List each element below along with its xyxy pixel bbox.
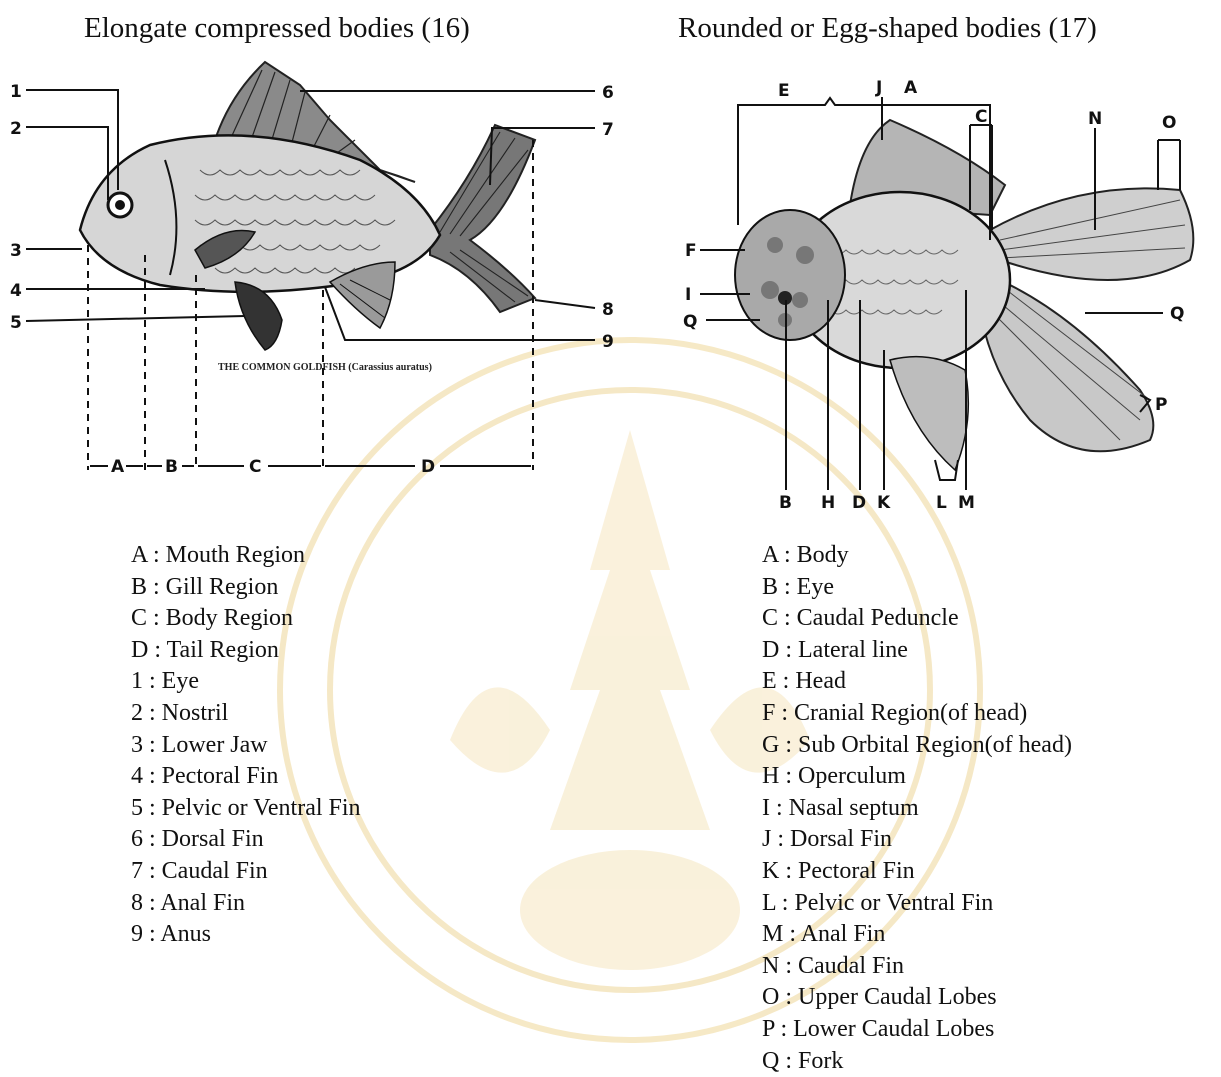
label-l: L	[936, 493, 947, 513]
legend-item: 7 : Caudal Fin	[131, 856, 361, 888]
label-o: O	[1162, 113, 1176, 133]
label-n: N	[1088, 109, 1102, 129]
label-j: J	[875, 78, 882, 98]
label-d: D	[852, 493, 866, 513]
label-q-left: Q	[683, 312, 697, 332]
legend-item: D : Lateral line	[762, 635, 1072, 667]
legend-elongate: A : Mouth Region B : Gill Region C : Bod…	[131, 540, 361, 951]
label-c: C	[975, 107, 987, 127]
legend-item: A : Body	[762, 540, 1072, 572]
legend-item: 1 : Eye	[131, 666, 361, 698]
label-p: P	[1155, 395, 1167, 415]
legend-item: C : Body Region	[131, 603, 361, 635]
fancy-goldfish-figure: E J A C N O F I Q Q P B H D K L M	[0, 0, 1221, 520]
legend-item: B : Eye	[762, 572, 1072, 604]
legend-item: 9 : Anus	[131, 919, 361, 951]
legend-item: 2 : Nostril	[131, 698, 361, 730]
legend-item: G : Sub Orbital Region(of head)	[762, 730, 1072, 762]
label-q-right: Q	[1170, 304, 1184, 324]
legend-item: D : Tail Region	[131, 635, 361, 667]
label-i: I	[685, 285, 691, 305]
legend-item: H : Operculum	[762, 761, 1072, 793]
legend-item: 6 : Dorsal Fin	[131, 824, 361, 856]
legend-item: F : Cranial Region(of head)	[762, 698, 1072, 730]
label-f: F	[685, 241, 697, 261]
legend-item: 4 : Pectoral Fin	[131, 761, 361, 793]
label-h: H	[821, 493, 835, 513]
legend-item: K : Pectoral Fin	[762, 856, 1072, 888]
legend-item: P : Lower Caudal Lobes	[762, 1014, 1072, 1046]
label-e: E	[778, 81, 790, 101]
legend-item: N : Caudal Fin	[762, 951, 1072, 983]
label-k: K	[877, 493, 891, 513]
legend-item: E : Head	[762, 666, 1072, 698]
legend-item: B : Gill Region	[131, 572, 361, 604]
legend-item: A : Mouth Region	[131, 540, 361, 572]
legend-item: 8 : Anal Fin	[131, 888, 361, 920]
legend-item: O : Upper Caudal Lobes	[762, 982, 1072, 1014]
label-a: A	[904, 78, 918, 98]
legend-item: C : Caudal Peduncle	[762, 603, 1072, 635]
legend-item: Q : Fork	[762, 1046, 1072, 1077]
legend-item: M : Anal Fin	[762, 919, 1072, 951]
legend-item: 5 : Pelvic or Ventral Fin	[131, 793, 361, 825]
legend-item: L : Pelvic or Ventral Fin	[762, 888, 1072, 920]
legend-item: I : Nasal septum	[762, 793, 1072, 825]
label-m: M	[958, 493, 975, 513]
legend-egg-shaped: A : Body B : Eye C : Caudal Peduncle D :…	[762, 540, 1072, 1077]
caudal-fin-drawing-fancy	[990, 188, 1193, 280]
pelvic-fin-drawing-fancy	[890, 357, 968, 470]
legend-item: 3 : Lower Jaw	[131, 730, 361, 762]
legend-item: J : Dorsal Fin	[762, 824, 1072, 856]
label-b: B	[779, 493, 792, 513]
